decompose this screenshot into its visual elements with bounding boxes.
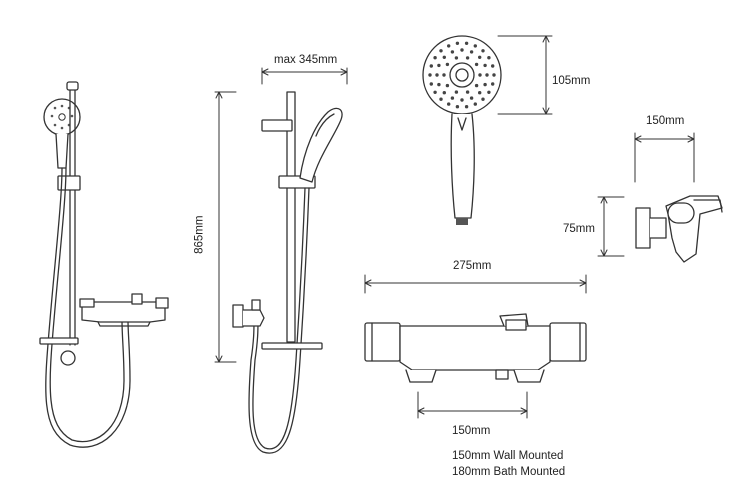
nozzle-dot (474, 62, 479, 67)
nozzle-dot (442, 55, 446, 59)
nozzle-dot (445, 83, 450, 88)
wall-mounted-note: 150mm Wall Mounted (452, 450, 564, 462)
valve-width-label: 275mm (453, 260, 492, 272)
valve-cap-left (364, 322, 401, 362)
full-kit-front-view (39, 81, 169, 448)
nozzle-dot (473, 44, 477, 48)
nozzle-dot (439, 97, 443, 101)
bar-valve-front-view (364, 274, 587, 419)
nozzle-dot (483, 63, 487, 68)
nozzle-dot (491, 64, 495, 68)
bath-mounted-note: 180mm Bath Mounted (452, 466, 566, 478)
nozzle-dot (450, 96, 455, 100)
nozzle-dot (454, 56, 459, 60)
nozzle-dot (492, 73, 496, 77)
nozzle-dot (429, 82, 433, 86)
nozzle-dot (437, 63, 441, 68)
nozzle-dot (455, 105, 460, 109)
nozzle-dot (429, 64, 433, 68)
nozzle-dot (437, 82, 441, 87)
handset-detail (422, 35, 553, 225)
nozzle-dot (481, 49, 485, 53)
valve-side-view (597, 132, 723, 263)
nozzle-dot (474, 83, 479, 88)
nozzle-dot (450, 50, 455, 54)
nozzle-dot (465, 56, 470, 60)
nozzle-dot (447, 44, 451, 48)
max-width-label: max 345mm (274, 54, 338, 66)
nozzle-dot (428, 73, 432, 77)
nozzle-dot (473, 102, 477, 106)
handset-side (299, 107, 343, 183)
full-kit-side-view (214, 67, 348, 454)
valve-depth-label: 75mm (563, 223, 595, 235)
nozzle-dot (487, 56, 491, 60)
nozzle-dot (447, 102, 451, 106)
hose-left (45, 167, 131, 448)
nozzle-dot (435, 73, 439, 77)
nozzle-dot (460, 98, 464, 102)
nozzle-dot (487, 90, 491, 95)
wall-offset-label: 150mm (646, 115, 685, 127)
centres-label: 150mm (452, 425, 491, 437)
nozzle-dot (478, 91, 482, 95)
nozzle-dot (433, 90, 437, 95)
height-label: 865mm (193, 215, 206, 254)
handset-nozzles-small (50, 104, 74, 130)
nozzle-dot (469, 50, 474, 54)
nozzle-dot (454, 90, 459, 94)
head-diameter-label: 105mm (552, 75, 591, 87)
nozzle-dot (445, 62, 450, 67)
nozzle-dot (464, 41, 469, 45)
nozzle-dot (485, 73, 489, 77)
handset-handle-small (55, 133, 69, 169)
nozzle-dot (478, 55, 482, 59)
nozzle-dot (491, 82, 495, 86)
nozzle-dot (478, 73, 482, 77)
nozzle-dot (469, 96, 474, 100)
nozzle-dot (433, 56, 437, 60)
nozzle-dot (442, 73, 446, 77)
nozzle-dot (481, 97, 485, 101)
nozzle-dot (464, 105, 469, 109)
nozzle-dot (483, 82, 487, 87)
nozzle-dot (442, 91, 446, 95)
nozzle-dot (465, 90, 470, 94)
nozzle-dot (455, 41, 460, 45)
nozzle-dot (460, 48, 464, 52)
valve-body (399, 325, 551, 371)
nozzle-dot (439, 49, 443, 53)
